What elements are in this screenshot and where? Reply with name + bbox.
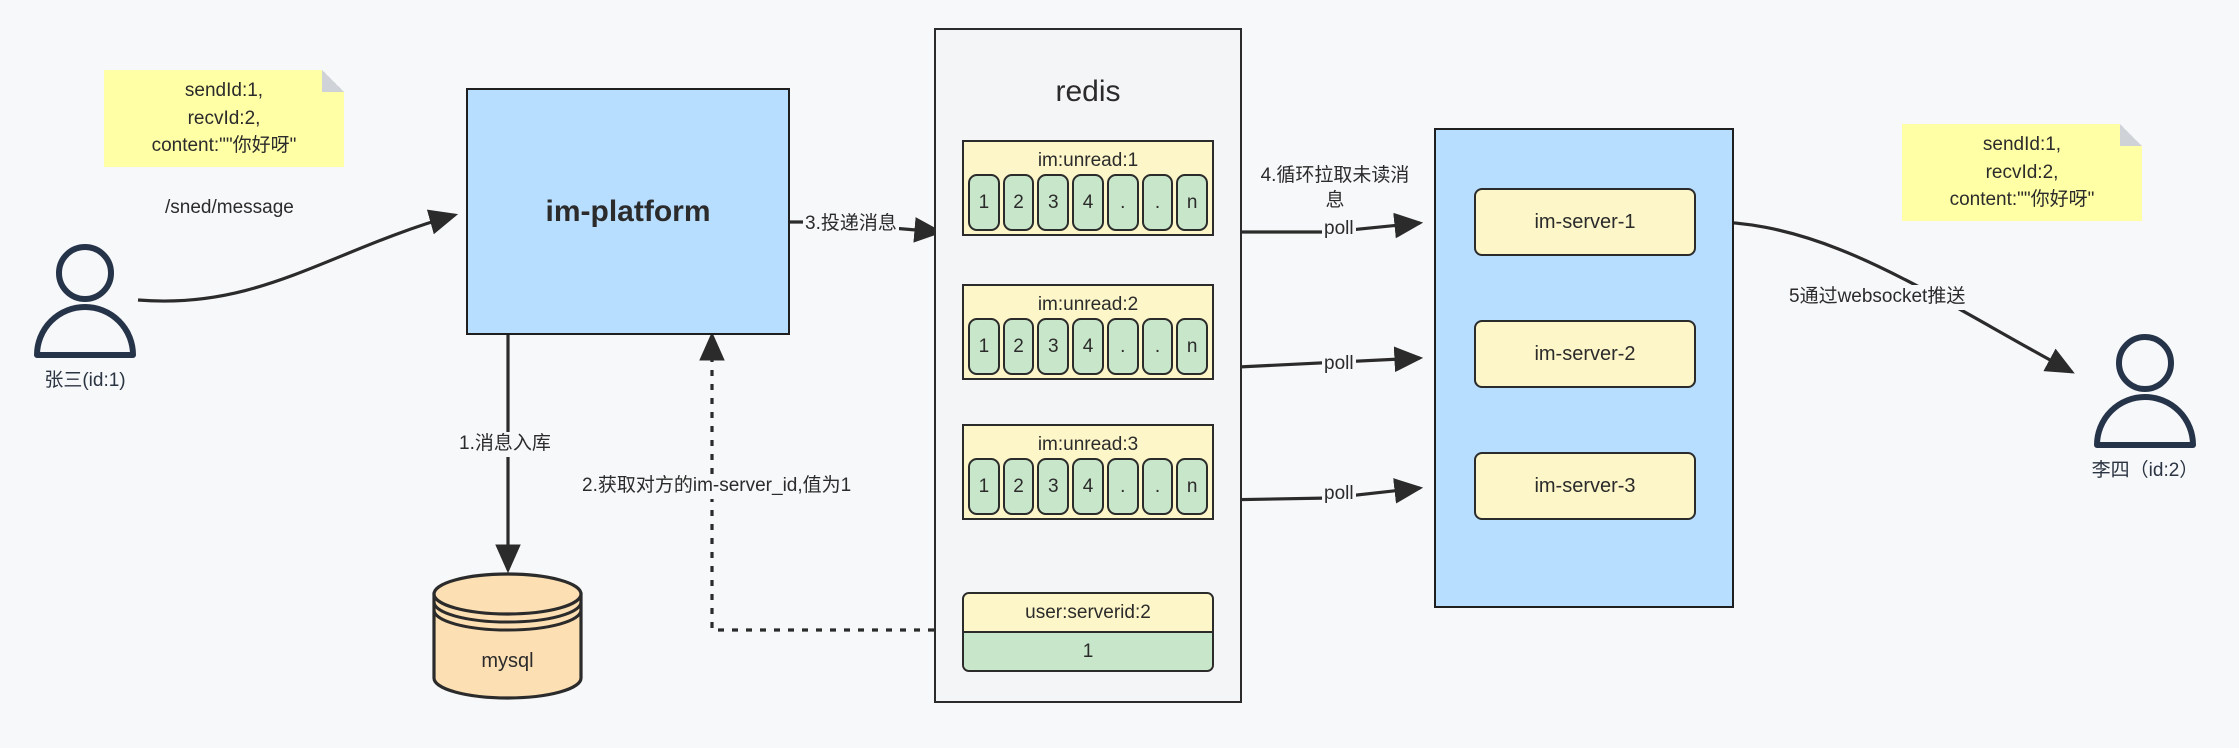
list-cell: . bbox=[1141, 174, 1174, 231]
list-cell: 3 bbox=[1037, 318, 1070, 375]
actor-sender-label: 张三(id:1) bbox=[44, 370, 126, 391]
redis-list-2-cells: 1 2 3 4 . . n bbox=[964, 318, 1212, 378]
list-cell: n bbox=[1176, 458, 1209, 515]
redis-title: redis bbox=[1055, 75, 1121, 108]
list-cell: 2 bbox=[1002, 458, 1035, 515]
list-cell: 1 bbox=[968, 318, 1000, 375]
mysql-label: mysql bbox=[481, 650, 534, 672]
list-cell: n bbox=[1176, 174, 1209, 231]
redis-list-1-key: im:unread:1 bbox=[1037, 150, 1139, 171]
list-cell: . bbox=[1106, 318, 1139, 375]
list-cell: . bbox=[1106, 458, 1139, 515]
actor-receiver: 李四（id:2） bbox=[2085, 333, 2205, 483]
database-icon bbox=[432, 572, 583, 700]
actor-sender: 张三(id:1) bbox=[25, 243, 145, 393]
list-cell: 3 bbox=[1037, 174, 1070, 231]
redis-kv-value: 1 bbox=[964, 633, 1212, 670]
edge-label-step1: 1.消息入库 bbox=[457, 432, 553, 457]
edge-label-step5: 5通过websocket推送 bbox=[1787, 285, 1968, 310]
list-cell: 1 bbox=[968, 174, 1000, 231]
edge-sender-to-platform bbox=[137, 209, 459, 303]
edge-label-poll-2: poll bbox=[1322, 352, 1356, 377]
edge-label-send-message: /sned/message bbox=[163, 196, 296, 221]
im-server-2-box[interactable]: im-server-2 bbox=[1474, 320, 1696, 388]
list-cell: 2 bbox=[1002, 318, 1035, 375]
actor-receiver-label: 李四（id:2） bbox=[2091, 460, 2199, 481]
note-fold-icon bbox=[322, 70, 344, 92]
redis-list-1-cells: 1 2 3 4 . . n bbox=[964, 174, 1212, 234]
im-platform-label: im-platform bbox=[545, 194, 711, 228]
redis-kv-key: user:serverid:2 bbox=[964, 594, 1212, 633]
redis-list-3-key: im:unread:3 bbox=[1037, 434, 1139, 455]
redis-list-im-unread-2[interactable]: im:unread:2 1 2 3 4 . . n bbox=[962, 284, 1214, 380]
redis-list-im-unread-1[interactable]: im:unread:1 1 2 3 4 . . n bbox=[962, 140, 1214, 236]
redis-list-3-cells: 1 2 3 4 . . n bbox=[964, 458, 1212, 518]
person-icon bbox=[2094, 334, 2196, 448]
list-cell: 1 bbox=[968, 458, 1000, 515]
im-platform-box[interactable]: im-platform bbox=[466, 88, 790, 335]
mysql-cylinder[interactable]: mysql bbox=[430, 572, 585, 700]
im-server-3-box[interactable]: im-server-3 bbox=[1474, 452, 1696, 520]
edge-redis3-to-server3 bbox=[1217, 478, 1424, 504]
im-server-1-label: im-server-1 bbox=[1534, 210, 1636, 233]
list-cell: 4 bbox=[1072, 318, 1104, 375]
note-left-text: sendId:1, recvId:2, content:""你好呀" bbox=[151, 80, 297, 157]
redis-list-im-unread-3[interactable]: im:unread:3 1 2 3 4 . . n bbox=[962, 424, 1214, 520]
edge-redis1-to-server1 bbox=[1218, 212, 1424, 239]
list-cell: . bbox=[1141, 458, 1174, 515]
edge-label-poll-1: poll bbox=[1322, 217, 1356, 242]
list-cell: 3 bbox=[1037, 458, 1070, 515]
im-server-3-label: im-server-3 bbox=[1534, 474, 1636, 497]
list-cell: 2 bbox=[1002, 174, 1035, 231]
note-right-text: sendId:1, recvId:2, content:""你好呀" bbox=[1949, 134, 2095, 211]
person-icon bbox=[34, 244, 136, 358]
im-server-2-label: im-server-2 bbox=[1534, 342, 1636, 365]
im-server-1-box[interactable]: im-server-1 bbox=[1474, 188, 1696, 256]
list-cell: . bbox=[1141, 318, 1174, 375]
note-right: sendId:1, recvId:2, content:""你好呀" bbox=[1902, 124, 2142, 221]
list-cell: . bbox=[1106, 174, 1139, 231]
list-cell: 4 bbox=[1072, 458, 1104, 515]
note-fold-icon bbox=[2120, 124, 2142, 146]
edge-label-poll-3: poll bbox=[1322, 482, 1356, 507]
edge-label-step4: 4.循环拉取未读消息 bbox=[1258, 164, 1412, 214]
note-left: sendId:1, recvId:2, content:""你好呀" bbox=[104, 70, 344, 167]
redis-list-2-key: im:unread:2 bbox=[1037, 294, 1139, 315]
list-cell: n bbox=[1176, 318, 1209, 375]
list-cell: 4 bbox=[1072, 174, 1104, 231]
edge-redis2-to-server2 bbox=[1217, 346, 1424, 373]
edge-label-step2: 2.获取对方的im-server_id,值为1 bbox=[580, 474, 854, 499]
redis-kv-user-serverid[interactable]: user:serverid:2 1 bbox=[962, 592, 1214, 672]
edge-label-step3: 3.投递消息 bbox=[803, 212, 899, 237]
